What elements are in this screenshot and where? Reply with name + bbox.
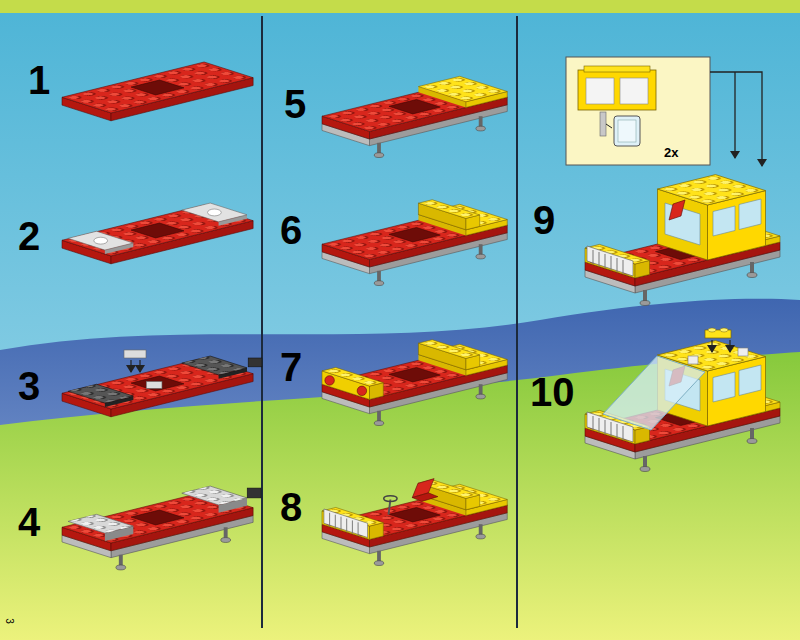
step-number: 5 — [284, 84, 306, 124]
step-number: 7 — [280, 347, 302, 387]
step-number: 8 — [280, 487, 302, 527]
step-number: 6 — [280, 210, 302, 250]
page-number: 3 — [4, 618, 14, 624]
quantity-label: 2x — [664, 146, 678, 159]
step-number: 1 — [28, 60, 50, 100]
step-number: 2 — [18, 216, 40, 256]
step-number: 10 — [530, 372, 575, 412]
step-number: 4 — [18, 502, 40, 542]
step-number: 3 — [18, 366, 40, 406]
step-number: 9 — [533, 200, 555, 240]
